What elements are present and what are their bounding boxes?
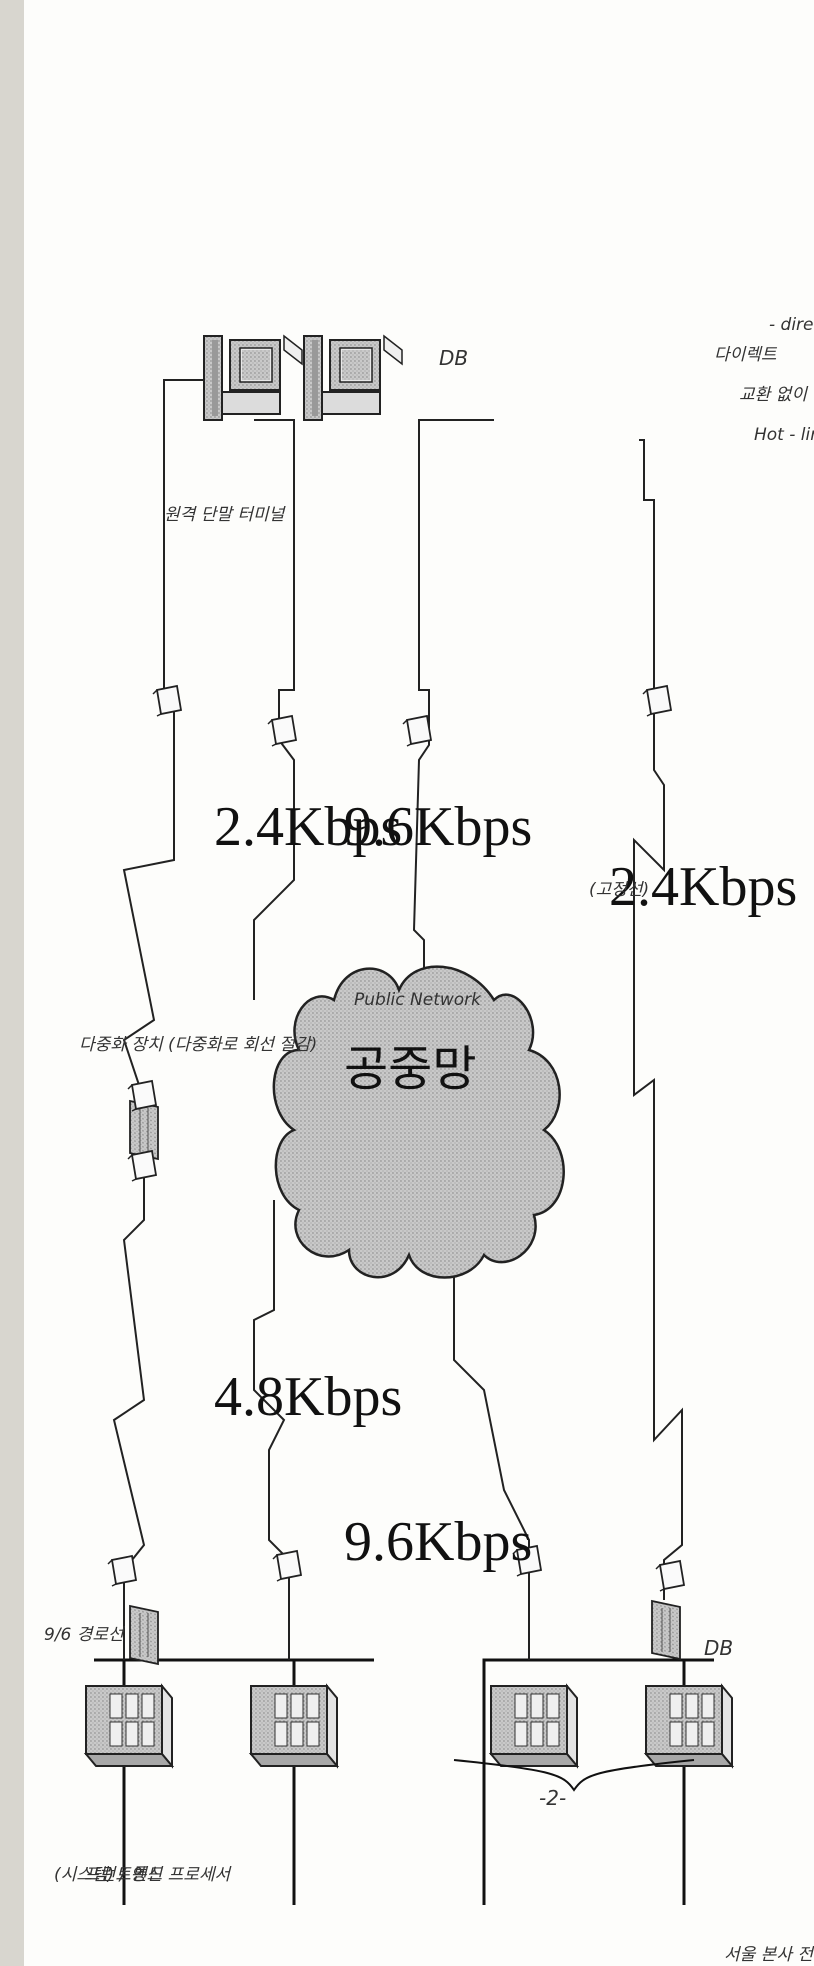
handwritten-notes: -2- 서울 본사 전산 센터 Hot - line 교환 없이 - direc… (44, 315, 814, 1965)
mux-note: 다중화 장치 (다중화로 회선 절감) (79, 1035, 317, 1055)
link-speed-top: 2.4Kbps (609, 856, 797, 918)
public-network-label: 공중망 (344, 1041, 476, 1097)
public-network-note: Public Network (354, 990, 482, 1010)
host-db-terminal (303, 335, 403, 421)
host-db-label: DB (704, 1636, 733, 1660)
front-end-sub-note: (시스템) / 통신 (54, 1865, 163, 1885)
front-end-processor-top (651, 1600, 681, 1660)
top-header-note: 서울 본사 전산 센터 (724, 1945, 814, 1965)
header-bracket (453, 1759, 695, 1792)
hot-line-sub-note: 교환 없이 (739, 385, 808, 405)
server-3 (250, 1685, 338, 1767)
remote-terminal (203, 335, 303, 421)
page-number: -2- (539, 1786, 566, 1810)
front-end-processor-bottom (129, 1605, 159, 1665)
link-speed-lower-left: 4.8Kbps (214, 1366, 402, 1428)
server-1 (645, 1685, 733, 1767)
scan-edge (0, 0, 24, 1966)
host-servers (85, 1685, 733, 1767)
public-network-cloud: 공중망 Public Network (272, 965, 565, 1279)
link-speed-lower-right: 2.4Kbps (214, 796, 402, 858)
link-speed-upper-right: 9.6Kbps (344, 796, 532, 858)
hot-line-direct-note: - direct 연결 (769, 315, 814, 335)
link-speed-top-note: (고정선) (589, 880, 649, 900)
front-end-end-note: 9/6 경로선 (44, 1625, 126, 1645)
hot-line-note: Hot - line (754, 425, 814, 445)
server-4 (85, 1685, 173, 1767)
remote-terminal-note: 원격 단말 터미널 (164, 505, 287, 525)
remote-db-label: DB (439, 346, 468, 370)
link-speed-labels: 2.4Kbps (고정선) 9.6Kbps 9.6Kbps 4.8Kbps 2.… (214, 796, 797, 1573)
server-2 (490, 1685, 578, 1767)
front-end-note: 프런트엔드 프로세서 (84, 1865, 233, 1885)
link-speed-upper-left: 9.6Kbps (344, 1511, 532, 1573)
hot-line-end-note: 다이렉트 (714, 345, 778, 365)
